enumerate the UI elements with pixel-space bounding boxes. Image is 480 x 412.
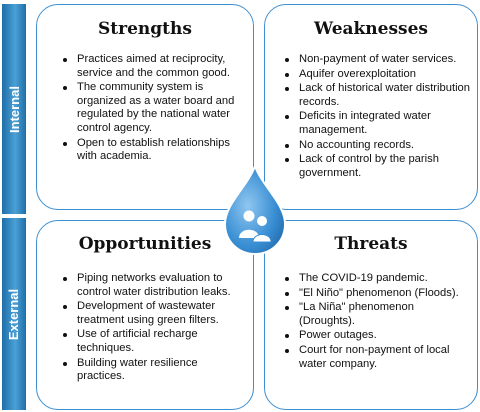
threats-item: "La Niña" phenomenon (Droughts).: [285, 301, 471, 328]
strengths-box: Strengths Practices aimed at reciprocity…: [36, 4, 254, 210]
threats-item: Power outages.: [285, 329, 471, 343]
weaknesses-item: Deficits in integrated water management.: [285, 110, 471, 137]
weaknesses-item: Non-payment of water services.: [285, 53, 471, 67]
threats-box: Threats The COVID-19 pandemic. "El Niño"…: [264, 220, 478, 410]
weaknesses-item: No accounting records.: [285, 139, 471, 153]
threats-item: "El Niño" phenomenon (Floods).: [285, 287, 471, 301]
strengths-item: Practices aimed at reciprocity, service …: [63, 53, 243, 80]
threats-list: The COVID-19 pandemic. "El Niño" phenome…: [265, 272, 477, 371]
threats-item: Court for non-payment of local water com…: [285, 344, 471, 371]
weaknesses-list: Non-payment of water services. Aquifer o…: [265, 53, 477, 180]
strengths-item: The community system is organized as a w…: [63, 81, 243, 135]
strengths-title: Strengths: [98, 19, 192, 39]
strengths-list: Practices aimed at reciprocity, service …: [37, 53, 253, 164]
external-label-text: External: [6, 288, 22, 340]
opportunities-item: Building water resilience practices.: [63, 357, 243, 384]
opportunities-item: Use of artificial recharge techniques.: [63, 328, 243, 355]
threats-title: Threats: [334, 234, 408, 254]
strengths-item: Open to establish relationships with aca…: [63, 137, 243, 164]
external-label: External: [2, 218, 26, 410]
opportunities-item: Development of wastewater treatment usin…: [63, 300, 243, 327]
internal-label: Internal: [2, 4, 26, 214]
opportunities-box: Opportunities Piping networks evaluation…: [36, 220, 254, 410]
opportunities-title: Opportunities: [78, 234, 212, 254]
water-drop-people-icon: [223, 164, 287, 256]
opportunities-list: Piping networks evaluation to control wa…: [37, 272, 253, 384]
weaknesses-box: Weaknesses Non-payment of water services…: [264, 4, 478, 210]
weaknesses-item: Lack of historical water distribution re…: [285, 82, 471, 109]
weaknesses-title: Weaknesses: [313, 19, 429, 39]
threats-item: The COVID-19 pandemic.: [285, 272, 471, 286]
weaknesses-item: Lack of control by the parish government…: [285, 153, 471, 180]
weaknesses-item: Aquifer overexploitation: [285, 68, 471, 82]
internal-label-text: Internal: [6, 85, 22, 133]
opportunities-item: Piping networks evaluation to control wa…: [63, 272, 243, 299]
